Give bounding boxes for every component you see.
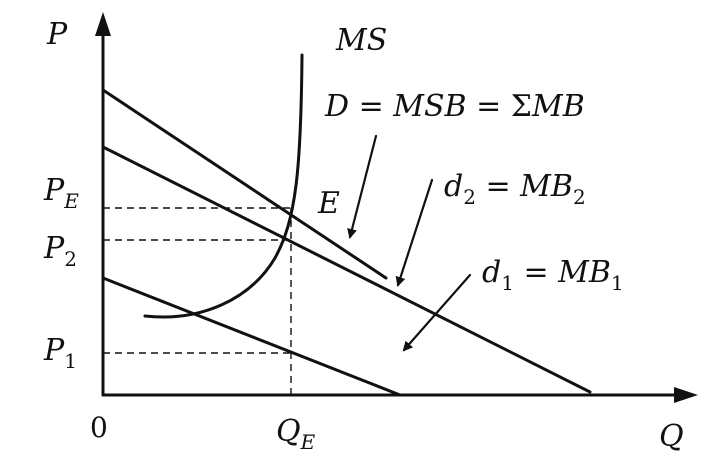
ms-supply-curve <box>143 53 304 319</box>
pe-label: PE <box>43 173 79 213</box>
d2-label: d2 = MB2 <box>444 169 586 209</box>
market-demand-label: D = MSB = ΣMB <box>324 89 585 124</box>
y-axis-arrow-icon <box>95 12 111 36</box>
y-axis-label: P <box>46 17 68 52</box>
p1-label: P1 <box>43 333 77 373</box>
x-axis-label: Q <box>659 419 684 454</box>
market-demand-pointer-arrow <box>347 134 378 239</box>
d1-demand-line <box>101 276 402 397</box>
p2-label: P2 <box>43 231 77 271</box>
equilibrium-label: E <box>317 186 340 221</box>
qe-label: QE <box>276 414 316 454</box>
x-axis-arrow-icon <box>674 387 698 403</box>
d1-label: d1 = MB1 <box>482 255 624 295</box>
market-demand-line <box>101 88 388 280</box>
ms-label: MS <box>335 23 387 58</box>
origin-label: 0 <box>90 411 108 444</box>
d2-pointer-arrow <box>395 178 434 287</box>
d1-pointer-arrow <box>402 273 472 352</box>
d2-demand-line <box>101 145 592 394</box>
